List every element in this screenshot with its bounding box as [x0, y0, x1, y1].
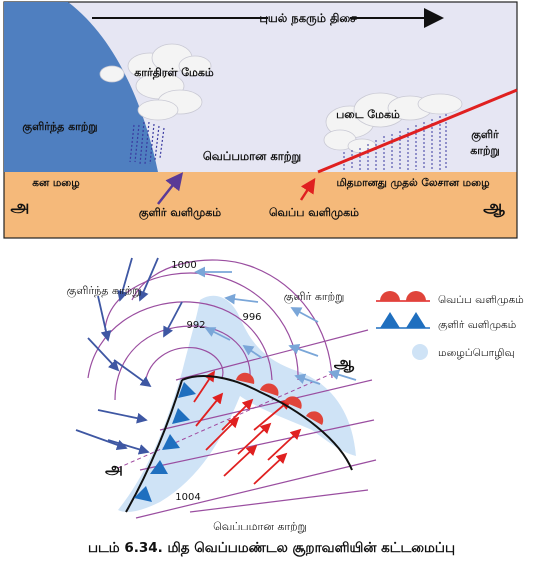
cyclone-diagram: புயல் நகரும் திசை கார்திரள் மேகம் குளிர்… — [3, 1, 524, 533]
moderate-rain-label: மிதமானது முதல் லேசான மழை — [336, 177, 490, 190]
isobars — [87, 259, 377, 519]
legend-warm-front: வெப்ப வளிமுகம் — [376, 291, 524, 306]
isobar-992-label: 992 — [186, 320, 205, 331]
warm-air-mid-label: வெப்பமான காற்று — [203, 149, 302, 164]
cold-air-mass — [4, 2, 158, 172]
isobar-warm-2 — [159, 379, 373, 431]
legend-warm-front-label: வெப்ப வளிமுகம் — [438, 294, 524, 306]
isobar-1000-label: 1000 — [171, 260, 196, 271]
cold-air-right-label-2: காற்று — [470, 144, 499, 158]
legend: வெப்ப வளிமுகம் குளிர் வளிமுகம் மழைப்பொழி… — [376, 291, 524, 360]
nimbostratus-cloud — [99, 43, 212, 121]
warm-front-pointer — [299, 177, 316, 201]
cold-front-triangles — [134, 382, 196, 502]
warm-front-curve — [181, 375, 353, 471]
legend-precipitation-label: மழைப்பொழிவு — [438, 347, 515, 359]
stratus-cloud — [323, 92, 463, 154]
isobar-warm-5 — [189, 489, 369, 513]
point-aa-bottom: ஆ — [334, 353, 355, 373]
cold-air-left-bottom-label: குளிர்ந்த காற்று — [67, 284, 142, 299]
warm-front-top-label: வெப்ப வளிமுகம் — [269, 206, 359, 220]
stratus-label: படை மேகம் — [336, 108, 400, 121]
cold-front-curve — [125, 379, 183, 513]
warm-front-lobes — [236, 372, 324, 425]
isobar-996-label: 996 — [242, 312, 261, 323]
warm-front-line — [317, 88, 518, 174]
nimbostratus-label: கார்திரள் மேகம் — [134, 66, 214, 80]
warm-air-bottom-label: வெப்பமான காற்று — [213, 520, 307, 533]
heavy-rain-streaks — [129, 121, 165, 165]
cold-air-right-label-1: குளிர் — [471, 128, 499, 143]
legend-cold-front-label: குளிர் வளிமுகம் — [438, 319, 517, 333]
cold-air-right-bottom-label: குளிர் காற்று — [284, 290, 345, 305]
figure-caption: படம் 6.34. மித வெப்பமண்டல சூறாவளியின் கட… — [88, 540, 455, 556]
isobar-1004-label: 1004 — [175, 492, 200, 503]
point-a-top: அ — [11, 197, 30, 217]
isobar-warm-4 — [135, 459, 377, 519]
isobar-outer — [131, 259, 333, 379]
point-aa-top: ஆ — [483, 197, 505, 217]
isobar-inner — [144, 347, 224, 385]
cold-air-light-arrows — [194, 266, 357, 385]
cold-air-arrows — [75, 257, 183, 455]
legend-cold-front: குளிர் வளிமுகம் — [376, 312, 517, 333]
cross-section-panel: புயல் நகரும் திசை கார்திரள் மேகம் குளிர்… — [3, 1, 518, 239]
storm-direction-arrowhead — [424, 8, 444, 28]
cold-front-pointer — [157, 172, 184, 205]
ground-area — [4, 172, 517, 238]
point-a-bottom: அ — [105, 459, 123, 478]
cold-front-top-label: குளிர் வளிமுகம் — [139, 206, 221, 221]
storm-direction-label: புயல் நகரும் திசை — [259, 11, 357, 26]
cold-air-left-label: குளிர்ந்த காற்று — [22, 120, 97, 135]
precipitation-area — [118, 295, 356, 512]
plan-view-panel: 1000 992 996 1004 — [67, 257, 377, 533]
heavy-rain-label: கன மழை — [32, 177, 80, 190]
legend-precipitation: மழைப்பொழிவு — [412, 344, 515, 360]
